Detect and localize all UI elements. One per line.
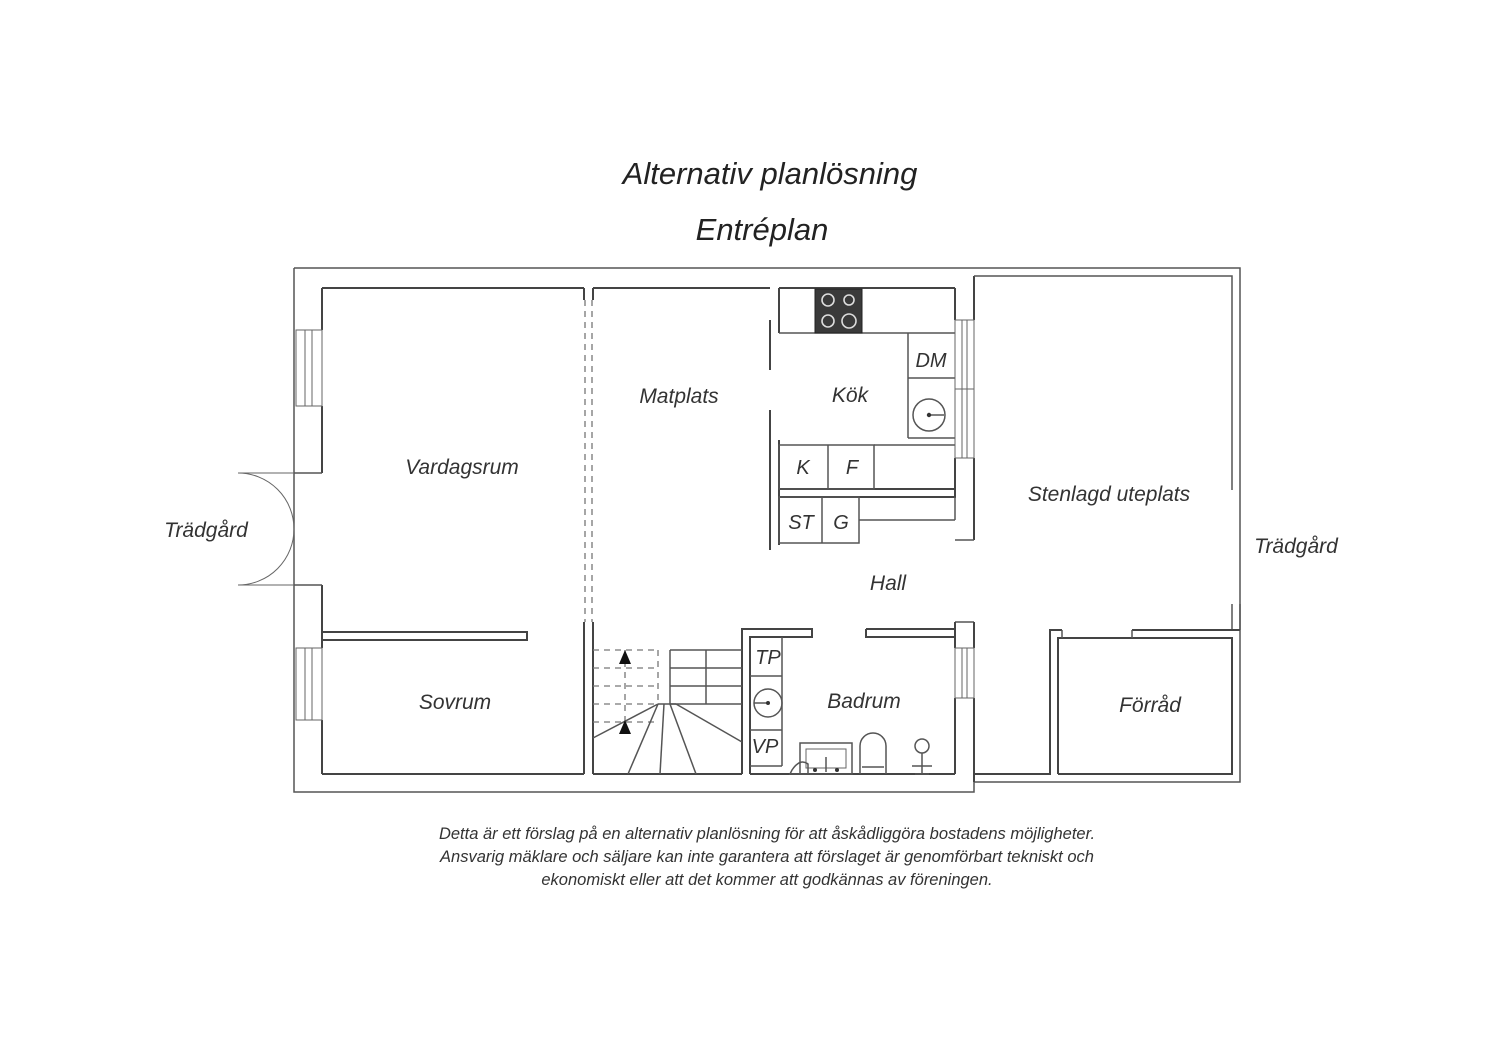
plan-title: Alternativ planlösning bbox=[621, 156, 918, 191]
plan-subtitle: Entréplan bbox=[696, 212, 829, 247]
room-hall: Hall bbox=[870, 572, 908, 595]
window-sovrum bbox=[295, 647, 323, 721]
fixture-vp: VP bbox=[752, 736, 779, 758]
window-kok bbox=[954, 319, 975, 459]
room-matplats: Matplats bbox=[639, 385, 719, 408]
fixture-g: G bbox=[833, 512, 849, 534]
room-vardagsrum: Vardagsrum bbox=[405, 456, 519, 479]
label-tradgard-right: Trädgård bbox=[1254, 535, 1339, 558]
room-kok: Kök bbox=[832, 384, 870, 407]
fixture-tp: TP bbox=[755, 647, 781, 669]
room-sovrum: Sovrum bbox=[419, 691, 491, 714]
toilet-icon bbox=[859, 732, 887, 774]
disclaimer-line-1: Detta är ett förslag på en alternativ pl… bbox=[439, 825, 1095, 843]
room-forrad: Förråd bbox=[1119, 694, 1182, 717]
fixture-dm: DM bbox=[915, 350, 946, 372]
bathroom-sink-icon bbox=[753, 688, 783, 718]
interior-walls bbox=[322, 275, 1241, 782]
shower-icon bbox=[912, 738, 932, 775]
room-badrum: Badrum bbox=[827, 690, 901, 713]
garden-door-left bbox=[237, 472, 322, 586]
stove-icon bbox=[814, 288, 863, 334]
disclaimer-line-3: ekonomiskt eller att det kommer att godk… bbox=[541, 871, 992, 889]
window-badrum bbox=[954, 647, 975, 699]
room-uteplats: Stenlagd uteplats bbox=[1028, 483, 1191, 506]
disclaimer-line-2: Ansvarig mäklare och säljare kan inte ga… bbox=[439, 848, 1094, 866]
kitchen-sink-icon bbox=[912, 398, 946, 432]
label-tradgard-left: Trädgård bbox=[164, 519, 249, 542]
window-vardagsrum bbox=[295, 329, 323, 407]
fixture-st: ST bbox=[788, 512, 815, 534]
fixture-k: K bbox=[796, 457, 811, 479]
fixture-f: F bbox=[846, 457, 860, 479]
vanity-icon bbox=[788, 742, 853, 775]
staircase bbox=[592, 649, 743, 775]
